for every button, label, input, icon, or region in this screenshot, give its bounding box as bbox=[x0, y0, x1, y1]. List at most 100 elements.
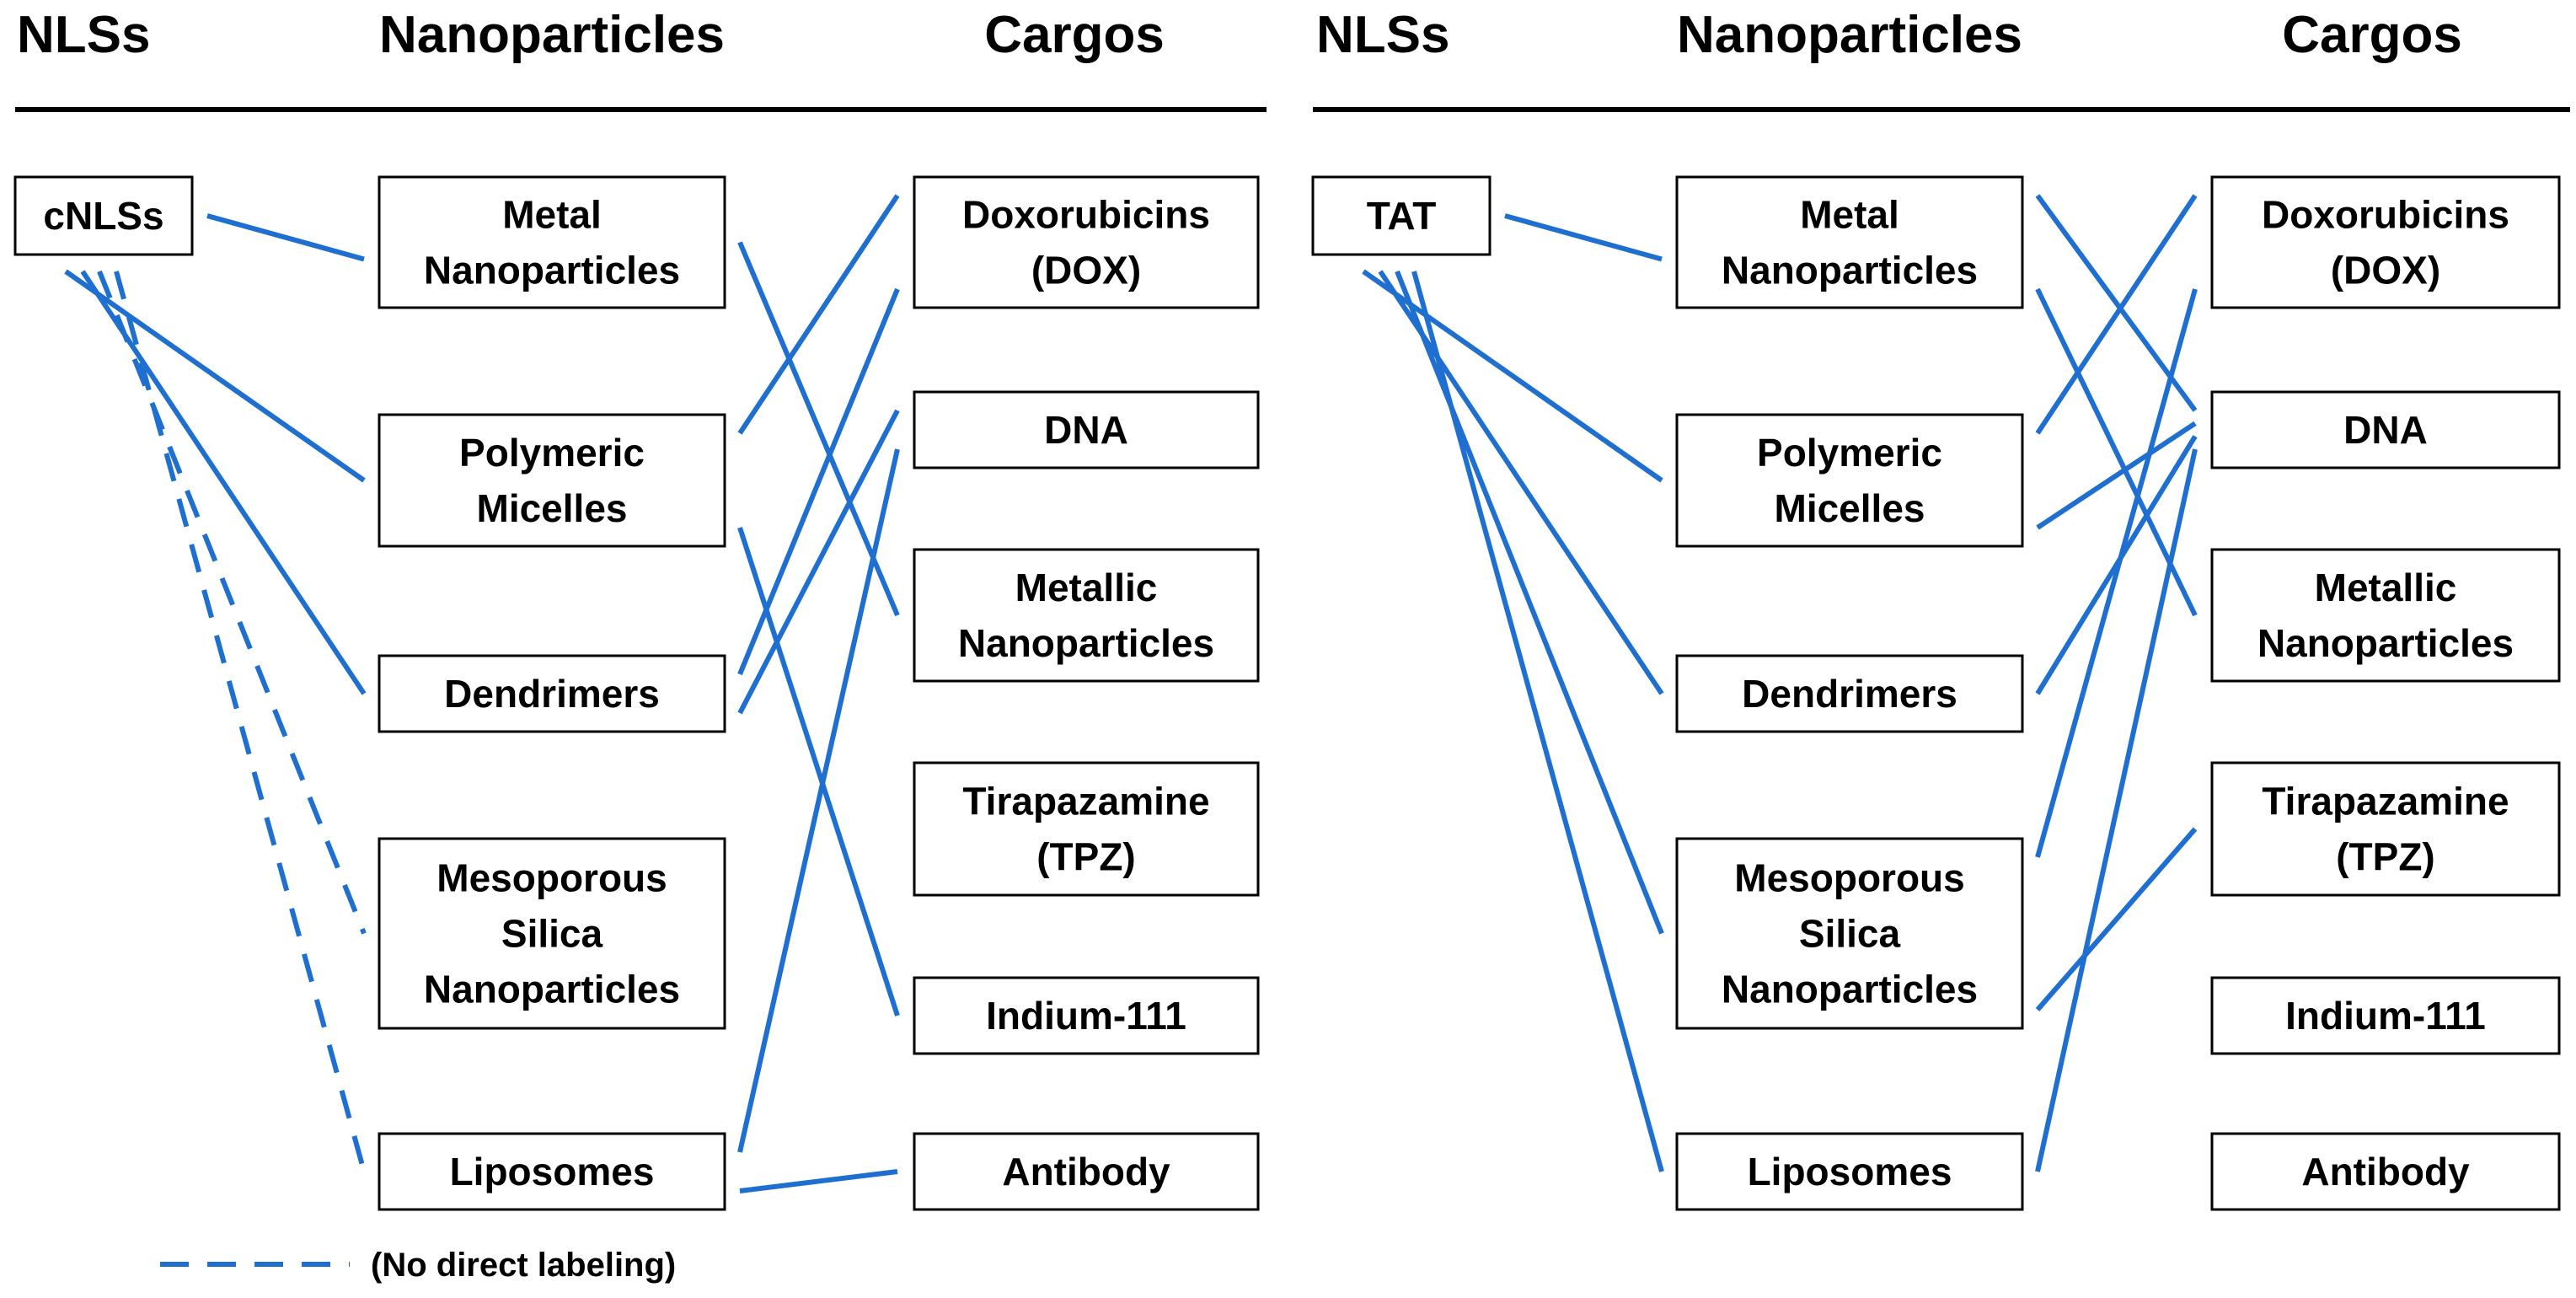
panel2-cargo-node-dna: DNA bbox=[2210, 390, 2561, 469]
panel1-cargo-node-indium-111: Indium-111 bbox=[913, 976, 1260, 1055]
panel2-nanoparticle-node-dendrimers: Dendrimers bbox=[1675, 654, 2024, 733]
panel2-nanoparticle-node-liposomes: Liposomes bbox=[1675, 1132, 2024, 1211]
panel2-nanoparticle-node-polymeric-micelles-box bbox=[1675, 413, 2024, 548]
panel2-cargo-link-3 bbox=[2036, 421, 2197, 530]
panel2-nls-link-4 bbox=[1411, 271, 1664, 1172]
panel1-cargo-link-2 bbox=[737, 527, 900, 1016]
panel1-cargo-link-6 bbox=[739, 1169, 898, 1193]
panel1-nanoparticle-node-metal-nanoparticles-box bbox=[378, 175, 726, 309]
legend-label: (No direct labeling) bbox=[371, 1247, 676, 1284]
panel2-nls-node-tat-label: TAT bbox=[1367, 194, 1437, 238]
panel1-cargo-link-3 bbox=[737, 287, 900, 676]
panel1-nanoparticle-node-dendrimers-box bbox=[378, 654, 726, 733]
panel2-cargo-link-7 bbox=[2035, 448, 2198, 1172]
panel2-nanoparticle-node-dendrimers-label: Dendrimers bbox=[1742, 672, 1957, 716]
panel2-cargo-node-dna-box bbox=[2210, 390, 2561, 469]
panel1-nls-link-4 bbox=[114, 271, 367, 1172]
panel1-nls-link-0 bbox=[206, 213, 365, 262]
panel1-nanoparticle-node-polymeric-micelles-box bbox=[378, 413, 726, 548]
panel1-header-cargos: Cargos bbox=[984, 6, 1165, 64]
panel1-cargo-link-0 bbox=[737, 241, 900, 617]
panel2-cargo-node-indium-111: Indium-111 bbox=[2210, 976, 2561, 1055]
panel1-cargo-node-antibody: Antibody bbox=[913, 1132, 1260, 1211]
panel1-nanoparticle-node-dendrimers: Dendrimers bbox=[378, 654, 726, 733]
panel1-nls-node-cnlss-box bbox=[13, 175, 194, 256]
panel2-cargo-node-doxorubicins-dox-box bbox=[2210, 175, 2561, 309]
panel2-nls-node-tat-box bbox=[1311, 175, 1492, 256]
panel1-cargo-node-tirapazamine-tpz-label: Tirapazamine(TPZ) bbox=[962, 780, 1209, 879]
panel2-cargo-node-antibody-label: Antibody bbox=[2301, 1150, 2470, 1193]
panel1-cargo-node-dna-box bbox=[913, 390, 1260, 469]
panel1-cargo-node-tirapazamine-tpz: Tirapazamine(TPZ) bbox=[913, 761, 1260, 897]
panel2-cargo-node-antibody-box bbox=[2210, 1132, 2561, 1211]
panel2-header-nls: NLSs bbox=[1316, 6, 1449, 64]
panel1-header-nls: NLSs bbox=[17, 6, 150, 64]
panel1-cargo-node-indium-111-label: Indium-111 bbox=[986, 994, 1186, 1038]
panel1-nls-node-cnlss-label: cNLSs bbox=[43, 194, 163, 238]
panel2-nanoparticle-node-liposomes-box bbox=[1675, 1132, 2024, 1211]
panel2-nanoparticle-node-dendrimers-box bbox=[1675, 654, 2024, 733]
panel1-cargo-node-antibody-box bbox=[913, 1132, 1260, 1211]
links-layer bbox=[64, 194, 2198, 1193]
panel1-nls-link-1 bbox=[64, 269, 366, 483]
panel2-cargo-node-tirapazamine-tpz: Tirapazamine(TPZ) bbox=[2210, 761, 2561, 897]
panel1-nls-node-cnlss: cNLSs bbox=[13, 175, 194, 256]
panel2-nls-link-0 bbox=[1504, 213, 1663, 262]
panel2-cargo-node-doxorubicins-dox-label: Doxorubicins(DOX) bbox=[2262, 193, 2509, 292]
panel1-cargo-node-antibody-label: Antibody bbox=[1002, 1150, 1170, 1193]
panel1-cargo-node-dna-label: DNA bbox=[1044, 408, 1128, 452]
panel1-nanoparticle-node-liposomes-box bbox=[378, 1132, 726, 1211]
panel2-cargo-node-antibody: Antibody bbox=[2210, 1132, 2561, 1211]
panel2-nls-node-tat: TAT bbox=[1311, 175, 1492, 256]
panel2-cargo-link-2 bbox=[2035, 194, 2198, 435]
panel2-cargo-node-metallic-nanoparticles-box bbox=[2210, 548, 2561, 683]
panel2-nls-link-3 bbox=[1395, 270, 1664, 935]
panel1-nanoparticle-node-liposomes-label: Liposomes bbox=[450, 1150, 655, 1193]
panel2-header-cargos: Cargos bbox=[2282, 6, 2462, 64]
panel1-nanoparticle-node-liposomes: Liposomes bbox=[378, 1132, 726, 1211]
panel1-cargo-node-doxorubicins-dox: Doxorubicins(DOX) bbox=[913, 175, 1260, 309]
panel1-header-nanoparticles: Nanoparticles bbox=[379, 6, 725, 64]
panel1-cargo-node-tirapazamine-tpz-box bbox=[913, 761, 1260, 897]
panel2-cargo-node-indium-111-label: Indium-111 bbox=[2285, 994, 2486, 1038]
panel1-nanoparticle-node-mesoporous-silica-nanoparticles-box bbox=[378, 837, 726, 1030]
panel2-cargo-node-indium-111-box bbox=[2210, 976, 2561, 1055]
panel1-cargo-link-4 bbox=[737, 409, 900, 715]
panel1-cargo-node-dna: DNA bbox=[913, 390, 1260, 469]
panel1-nls-link-2 bbox=[80, 270, 367, 695]
panel1-nls-link-3 bbox=[97, 270, 367, 935]
panel1-cargo-node-indium-111-box bbox=[913, 976, 1260, 1055]
panel2-nanoparticle-node-mesoporous-silica-nanoparticles-box bbox=[1675, 837, 2024, 1030]
panel2-cargo-node-tirapazamine-tpz-label: Tirapazamine(TPZ) bbox=[2262, 780, 2509, 879]
panel2-cargo-node-doxorubicins-dox: Doxorubicins(DOX) bbox=[2210, 175, 2561, 309]
panel2-cargo-link-6 bbox=[2035, 827, 2198, 1011]
panel2-nanoparticle-node-metal-nanoparticles-box bbox=[1675, 175, 2024, 309]
panel2-header-nanoparticles: Nanoparticles bbox=[1677, 6, 2022, 64]
panel1-cargo-node-metallic-nanoparticles-box bbox=[913, 548, 1260, 683]
panel2-cargo-link-5 bbox=[2035, 288, 2198, 858]
panel2-cargo-node-tirapazamine-tpz-box bbox=[2210, 761, 2561, 897]
panel1-cargo-link-1 bbox=[737, 194, 900, 435]
panel2-cargo-node-dna-label: DNA bbox=[2343, 408, 2428, 452]
panel2-nanoparticle-node-liposomes-label: Liposomes bbox=[1748, 1150, 1952, 1193]
panel1-nanoparticle-node-dendrimers-label: Dendrimers bbox=[444, 672, 660, 716]
panel1-cargo-link-5 bbox=[737, 448, 900, 1153]
